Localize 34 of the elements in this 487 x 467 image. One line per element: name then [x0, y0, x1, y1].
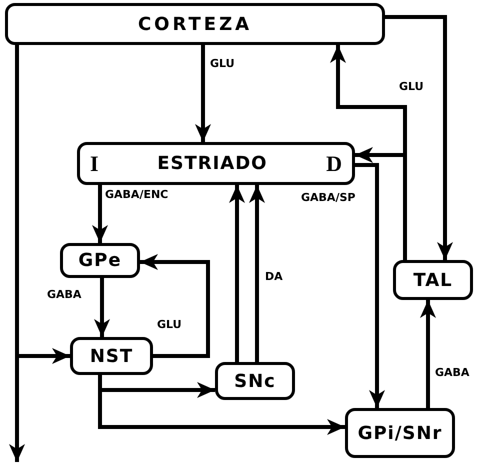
- arrow: [229, 185, 245, 362]
- node-box: [215, 362, 295, 400]
- node-label: I: [90, 150, 99, 176]
- arrow: [92, 185, 108, 243]
- node-label: GPe: [78, 250, 122, 271]
- node-label: ESTRIADO: [157, 153, 268, 174]
- node-box: [60, 243, 140, 278]
- edge-label: GABA: [46, 288, 82, 301]
- node-label: NST: [90, 346, 134, 366]
- edge-label: GABA/ENC: [104, 188, 170, 201]
- node-box: [393, 260, 473, 300]
- arrow: [94, 278, 110, 337]
- node-label: D: [326, 150, 342, 176]
- edge-label: DA: [264, 270, 284, 283]
- node-box: [5, 3, 385, 45]
- node-box: [345, 408, 455, 458]
- node-box: [70, 337, 153, 375]
- node-label: GPi/SNr: [358, 422, 442, 444]
- edge-label: GLU: [209, 57, 236, 70]
- node-label: TAL: [413, 270, 453, 290]
- node-label: SNc: [234, 370, 276, 392]
- arrow: [355, 163, 385, 408]
- edge-label: GLU: [156, 318, 183, 331]
- node-label: CORTEZA: [138, 14, 252, 34]
- arrow: [195, 45, 211, 142]
- arrow: [249, 185, 265, 362]
- arrow: [140, 254, 210, 358]
- arrow: [98, 375, 345, 435]
- edge-label: GLU: [398, 80, 425, 93]
- edge-label: GABA: [434, 366, 470, 379]
- arrow: [9, 45, 25, 462]
- edge-label: GABA/SP: [300, 191, 356, 204]
- arrow: [385, 15, 453, 260]
- node-box: [77, 142, 355, 185]
